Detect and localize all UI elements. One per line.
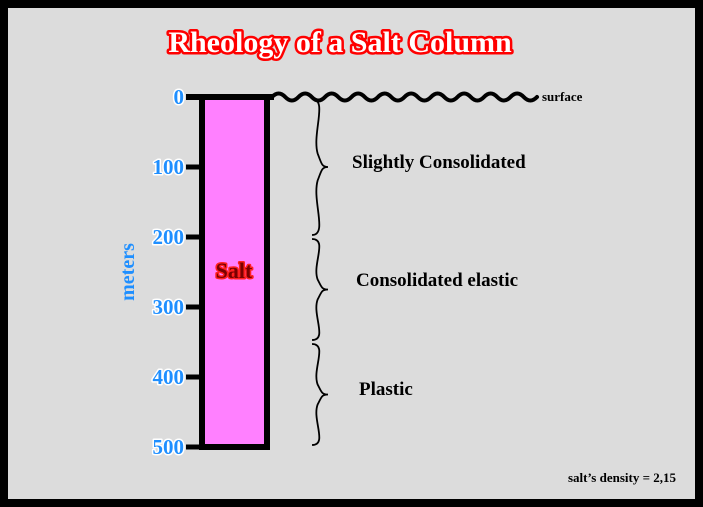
tick-label: 0	[174, 85, 185, 109]
tick-label: 500	[153, 435, 185, 459]
tick-label: 200	[153, 225, 185, 249]
surface-label: surface	[542, 89, 583, 104]
axis-label: meters	[117, 243, 139, 301]
density-footnote: salt’s density = 2,15	[568, 470, 677, 485]
zone-label-slightly-consolidated: Slightly Consolidated	[352, 152, 526, 173]
panel-background	[8, 8, 695, 499]
salt-label: Salt	[216, 258, 253, 283]
zone-brace	[311, 238, 329, 341]
tick-label: 100	[153, 155, 185, 179]
diagram-title: Rheology of a Salt Column	[168, 26, 512, 59]
zone-braces	[311, 98, 329, 446]
zone-brace	[311, 98, 329, 236]
tick-label: 300	[153, 295, 185, 319]
zone-label-consolidated-elastic: Consolidated elastic	[356, 270, 518, 291]
zone-brace	[311, 343, 329, 446]
tick-label: 400	[153, 365, 185, 389]
axis-ticks: 0 100 200 300 400 500	[151, 84, 204, 461]
ground-surface-wave	[270, 91, 539, 103]
zone-label-plastic: Plastic	[359, 379, 413, 400]
